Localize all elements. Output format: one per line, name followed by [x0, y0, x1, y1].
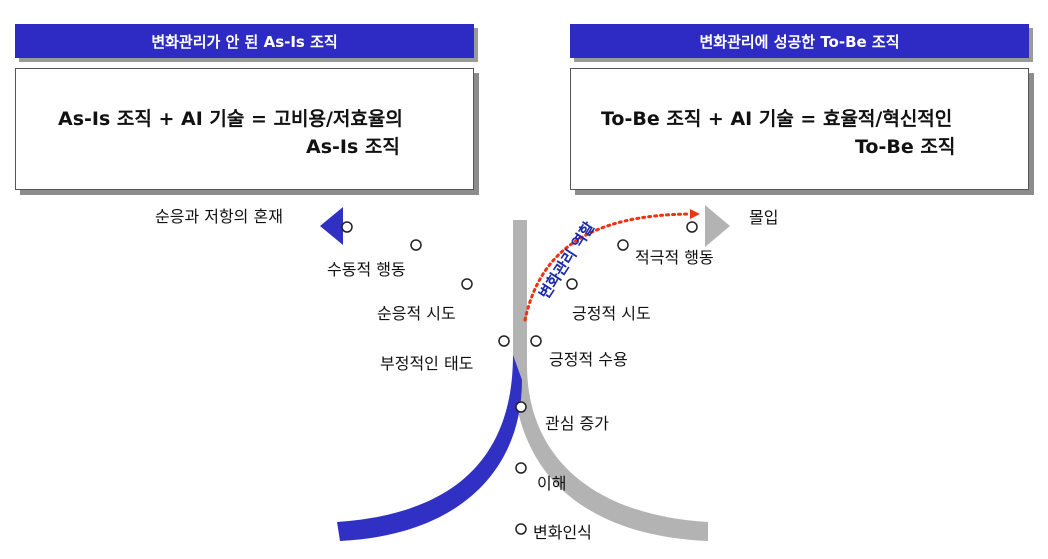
stage-dot [515, 401, 527, 413]
change-management-arc [523, 212, 692, 322]
as-is-formula-line1: As-Is 조직 + AI 기술 = 고비용/저효율의 [58, 108, 403, 130]
arc-label: 변화관리 역할 [535, 218, 598, 302]
stage-label-interest: 관심 증가 [545, 414, 609, 433]
stage-label-understanding: 이해 [537, 474, 567, 493]
as-is-curve [337, 355, 522, 541]
stage-dot [566, 278, 578, 290]
stage-label-mixed: 순응과 저항의 혼재 [155, 207, 283, 226]
stage-dot [686, 221, 698, 233]
stage-label-negative-attitude: 부정적인 태도 [380, 354, 474, 373]
as-is-box: As-Is 조직 + AI 기술 = 고비용/저효율의 As-Is 조직 [15, 68, 474, 190]
stage-dot [410, 239, 422, 251]
stage-label-awareness: 변화인식 [533, 523, 592, 542]
to-be-formula-line2: To-Be 조직 [855, 136, 956, 158]
stage-dot [341, 221, 353, 233]
stage-label-positive-acceptance: 긍정적 수용 [549, 350, 628, 369]
stage-dot [515, 462, 527, 474]
stage-label-active-action: 적극적 행동 [635, 248, 714, 267]
stage-dot [461, 278, 473, 290]
to-be-box: To-Be 조직 + AI 기술 = 효율적/혁신적인 To-Be 조직 [570, 68, 1029, 190]
stage-label-compliant-attempt: 순응적 시도 [377, 304, 456, 323]
as-is-formula-line2: As-Is 조직 [306, 136, 400, 158]
arc-arrowhead-icon [690, 209, 700, 219]
stage-label-commitment: 몰입 [749, 208, 779, 227]
to-be-arrow-icon [705, 205, 730, 247]
to-be-header-text: 변화관리에 성공한 To-Be 조직 [699, 32, 900, 51]
stage-markers [341, 221, 698, 535]
to-be-formula-line1: To-Be 조직 + AI 기술 = 효율적/혁신적인 [601, 108, 953, 130]
stage-dot [498, 335, 510, 347]
as-is-header-text: 변화관리가 안 된 As-Is 조직 [151, 32, 338, 51]
stage-label-positive-attempt: 긍정적 시도 [572, 304, 651, 323]
as-is-arrow-icon [320, 207, 343, 245]
stage-dot [617, 239, 629, 251]
stage-label-passive-action: 수동적 행동 [327, 260, 406, 279]
stage-dot [530, 335, 542, 347]
stage-dot [515, 523, 527, 535]
to-be-header: 변화관리에 성공한 To-Be 조직 [570, 24, 1029, 58]
as-is-header: 변화관리가 안 된 As-Is 조직 [15, 24, 474, 58]
